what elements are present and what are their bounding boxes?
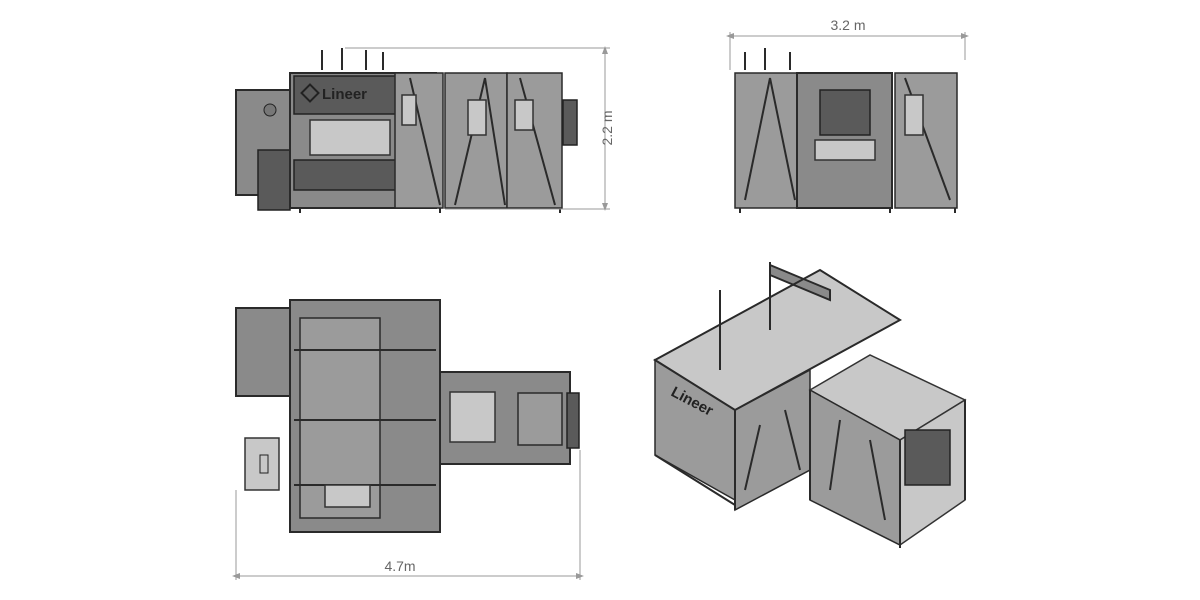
top-view: 4.7m xyxy=(232,299,584,580)
logo: Lineer xyxy=(300,83,367,103)
length-dimension-label: 4.7m xyxy=(384,558,415,574)
isometric-view: Lineer xyxy=(653,262,967,548)
svg-text:Lineer: Lineer xyxy=(322,86,367,103)
front-view: Lineer 2.2 m xyxy=(235,46,615,213)
side-view: 3.2 m xyxy=(726,17,969,213)
width-dimension-label: 3.2 m xyxy=(830,17,865,33)
height-dimension-label: 2.2 m xyxy=(599,110,615,145)
